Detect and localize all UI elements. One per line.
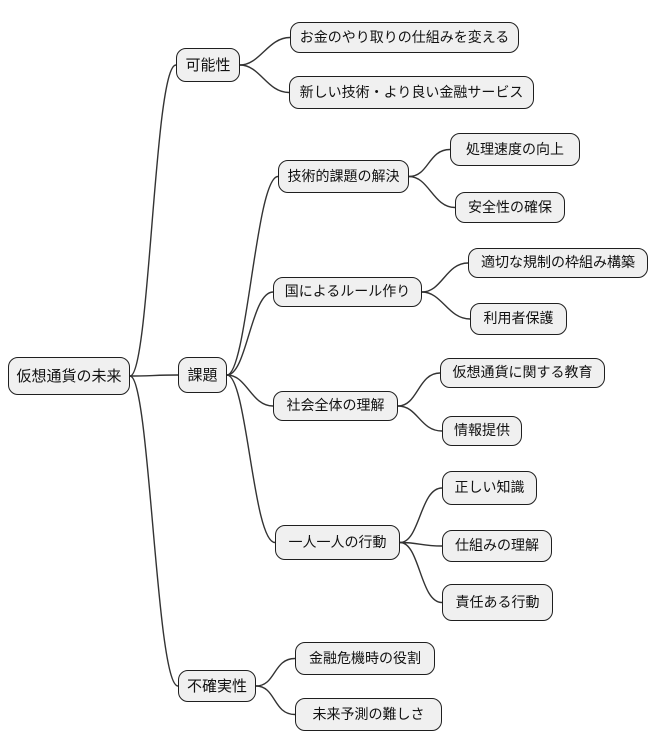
mindmap-node-tech-security: 安全性の確保 (455, 192, 565, 223)
edge-challenge-individual-to-individual-understanding (399, 541, 443, 547)
edge-challenge-to-challenge-society (226, 374, 274, 407)
mindmap-node-uncertainty-crisis: 金融危機時の役割 (295, 642, 435, 675)
mindmap-node-challenge-individual: 一人一人の行動 (275, 525, 400, 560)
edge-root-to-uncertainty (129, 375, 179, 687)
mindmap-node-rules-protection: 利用者保護 (470, 303, 567, 335)
mindmap-node-society-info: 情報提供 (442, 416, 522, 446)
mindmap-node-challenge-tech: 技術的課題の解決 (278, 160, 409, 193)
edge-challenge-society-to-society-education (397, 372, 441, 407)
edge-challenge-to-challenge-individual (226, 374, 276, 544)
mindmap-node-uncertainty: 不確実性 (178, 670, 256, 702)
edge-uncertainty-to-uncertainty-crisis (255, 657, 296, 687)
mindmap-node-possibility: 可能性 (176, 48, 240, 82)
mindmap-node-possibility-newtech: 新しい技術・より良い金融サービス (289, 76, 534, 109)
edge-challenge-society-to-society-info (397, 405, 443, 432)
edge-challenge-individual-to-individual-knowledge (399, 487, 443, 544)
edge-challenge-individual-to-individual-responsibility (399, 541, 443, 604)
mindmap-node-individual-knowledge: 正しい知識 (442, 471, 537, 505)
mindmap-node-challenge-society: 社会全体の理解 (273, 391, 398, 421)
mindmap-node-society-education: 仮想通貨に関する教育 (440, 358, 605, 388)
edge-challenge-to-challenge-rules (226, 291, 274, 376)
mindmap-node-challenge: 課題 (178, 357, 227, 393)
edge-root-to-possibility (129, 64, 177, 377)
mindmap-node-uncertainty-prediction: 未来予測の難しさ (295, 698, 442, 731)
edge-challenge-to-challenge-tech (226, 175, 279, 376)
mindmap-node-individual-responsibility: 責任ある行動 (442, 584, 553, 621)
edge-challenge-rules-to-rules-framework (421, 262, 469, 293)
mindmap-node-individual-understanding: 仕組みの理解 (442, 530, 552, 562)
mindmap-node-root: 仮想通貨の未来 (8, 357, 130, 395)
edge-root-to-challenge (129, 374, 179, 377)
edge-possibility-to-possibility-newtech (239, 64, 290, 94)
mindmap-node-possibility-change: お金のやり取りの仕組みを変える (290, 22, 519, 53)
mindmap-node-rules-framework: 適切な規制の枠組み構築 (468, 248, 648, 278)
edge-challenge-tech-to-tech-speed (408, 148, 451, 178)
edge-challenge-tech-to-tech-security (408, 175, 456, 209)
mindmap-node-tech-speed: 処理速度の向上 (450, 133, 580, 166)
mindmap-node-challenge-rules: 国によるルール作り (273, 277, 422, 307)
edge-challenge-rules-to-rules-protection (421, 291, 471, 320)
edge-possibility-to-possibility-change (239, 36, 291, 66)
edge-uncertainty-to-uncertainty-prediction (255, 685, 296, 716)
